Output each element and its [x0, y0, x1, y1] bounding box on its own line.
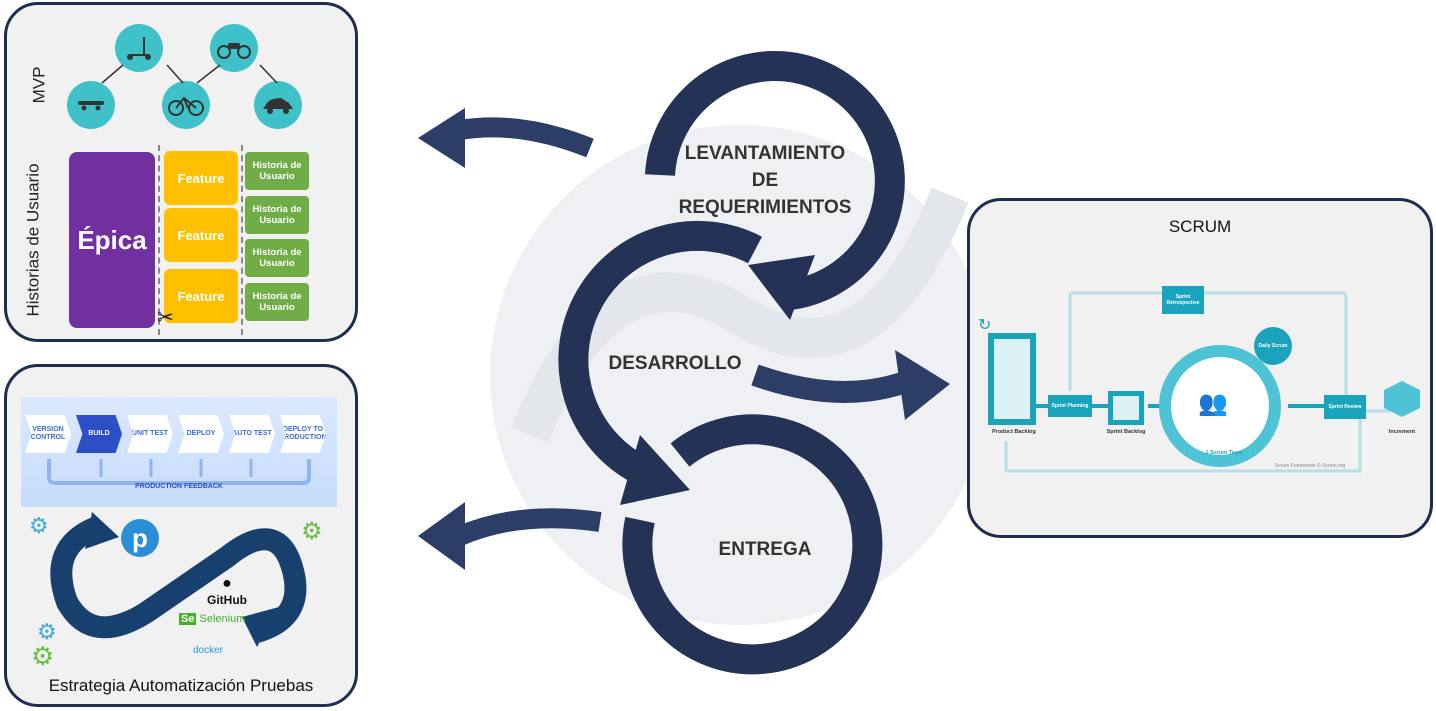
- historias-label: Historias de Usuario: [23, 163, 43, 317]
- selenium-logo: Se Selenium: [179, 613, 246, 625]
- feature-2: Feature: [164, 208, 238, 262]
- loop-entrega: [622, 414, 883, 675]
- pipeline-logo-icon: p: [121, 519, 159, 557]
- gear-icon: ⚙: [301, 518, 323, 545]
- increment-icon: [1384, 381, 1420, 417]
- stage-deploy-production: DEPLOY TO PRODUCTION: [280, 415, 326, 453]
- scrum-title: SCRUM: [1168, 217, 1232, 236]
- stage-build: BUILD: [76, 415, 122, 453]
- mvp-progress-arrows: [101, 64, 278, 84]
- feedback-loop-line: [47, 459, 311, 485]
- team-icon: 👥: [1198, 390, 1228, 417]
- loop-desarrollo: [558, 220, 762, 484]
- scissors-icon: ✂: [157, 307, 174, 329]
- stage-auto-test: AUTO TEST: [229, 415, 275, 453]
- arrow-to-automation-head: [418, 502, 465, 570]
- stage-version-control: VERSION CONTROL: [25, 415, 71, 453]
- divider-right: [241, 145, 243, 335]
- loop-arrowhead-middle: [620, 435, 690, 505]
- story-2: Historia de Usuario: [245, 196, 309, 234]
- label-levantamiento: LEVANTAMIENTO DE REQUERIMIENTOS: [678, 143, 852, 218]
- feature-1: Feature: [164, 151, 238, 205]
- sprint-planning-box: Sprint Planning: [1048, 395, 1092, 417]
- arrow-to-automation: [456, 508, 602, 546]
- story-4: Historia de Usuario: [245, 283, 309, 321]
- gear-icon: ⚙: [31, 641, 55, 671]
- motorcycle-icon: [210, 24, 258, 72]
- ci-cd-pipeline: VERSION CONTROL BUILD UNIT TEST DEPLOY A…: [21, 397, 337, 507]
- scrum-panel: SCRUM ↻ Product Backlog Sprint Planning …: [967, 198, 1433, 538]
- production-feedback: PRODUCTION FEEDBACK: [135, 483, 223, 490]
- label-entrega: ENTREGA: [718, 539, 812, 560]
- arrow-to-scrum-head: [895, 350, 950, 420]
- epica-block: Épica: [69, 152, 155, 328]
- mvp-panel: MVP Historias de Usuario Épica Feature F…: [4, 2, 358, 342]
- arrow-to-mvp-head: [418, 108, 465, 168]
- feature-3: Feature: [164, 269, 238, 323]
- automation-loop: [50, 512, 307, 647]
- arrow-to-mvp: [458, 117, 594, 158]
- sprint-review-box: Sprint Review: [1324, 395, 1366, 419]
- refresh-icon: ↻: [978, 317, 992, 334]
- divider-left: [158, 145, 160, 335]
- loop-levantamiento: [645, 51, 905, 310]
- scrum-credit: Scrum Framework © Scrum.org: [1274, 463, 1346, 469]
- skateboard-icon: [67, 81, 115, 129]
- arrow-to-scrum: [751, 364, 909, 403]
- sprint-retrospective-box: Sprint Retrospective: [1162, 286, 1204, 314]
- automation-title: Estrategia Automatización Pruebas: [48, 676, 314, 695]
- github-logo: ●GitHub: [207, 575, 247, 607]
- car-icon: [254, 81, 302, 129]
- gear-icon: ⚙: [29, 513, 49, 538]
- loop-arrowhead-top: [748, 255, 815, 320]
- sprint-backlog-box: [1108, 391, 1144, 425]
- increment-label: Increment: [1388, 429, 1416, 435]
- scrum-framework-lines: [1004, 291, 1390, 473]
- label-desarrollo: DESARROLLO: [608, 353, 742, 374]
- bicycle-icon: [162, 81, 210, 129]
- sprint-backlog-label: Sprint Backlog: [1106, 429, 1146, 435]
- daily-scrum-bubble: Daily Scrum: [1254, 327, 1292, 365]
- story-3: Historia de Usuario: [245, 239, 309, 277]
- automation-panel: VERSION CONTROL BUILD UNIT TEST DEPLOY A…: [4, 364, 358, 707]
- gear-icon: ⚙: [37, 619, 57, 644]
- scooter-icon: [115, 24, 163, 72]
- docker-logo: docker: [193, 645, 224, 656]
- product-backlog-box: [988, 333, 1036, 425]
- stage-unit-test: UNIT TEST: [127, 415, 173, 453]
- stage-deploy: DEPLOY: [178, 415, 224, 453]
- story-1: Historia de Usuario: [245, 152, 309, 190]
- scrum-team-label: 1 Scrum Team: [1205, 450, 1243, 456]
- product-backlog-label: Product Backlog: [992, 429, 1036, 435]
